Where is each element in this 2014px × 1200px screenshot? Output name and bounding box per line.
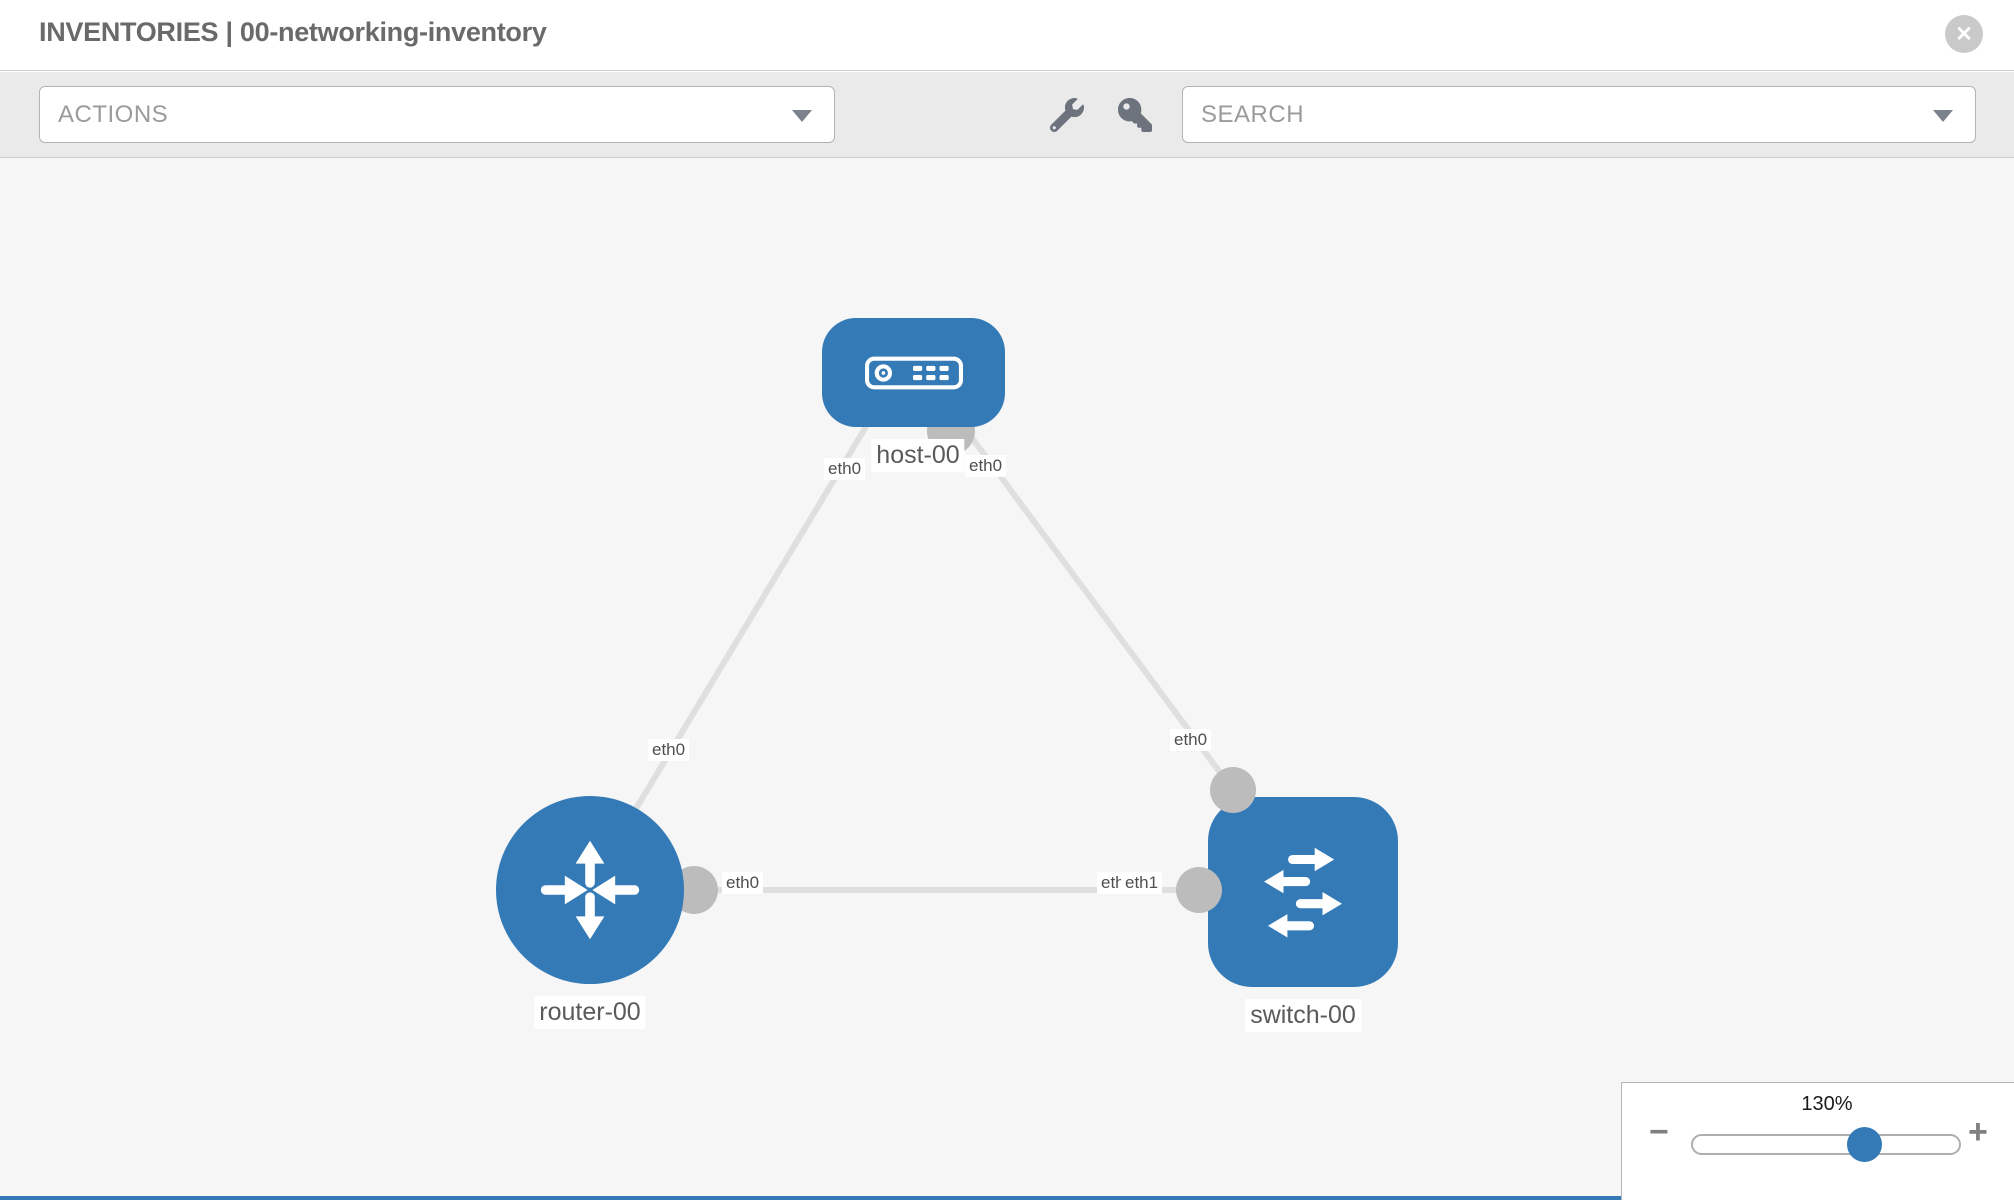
edge-host-switch bbox=[952, 413, 1236, 792]
topology-canvas[interactable]: host-00 router-00 switch-00 eth0 eth0 et… bbox=[0, 158, 2014, 1200]
zoom-in-button[interactable]: + bbox=[1968, 1115, 1988, 1149]
zoom-level-value: 130% bbox=[1801, 1093, 1853, 1115]
plus-icon: + bbox=[1968, 1113, 1988, 1151]
interface-point-switch-left bbox=[1176, 867, 1222, 913]
host-icon bbox=[864, 356, 963, 389]
header: INVENTORIES | 00-networking-inventory ✕ bbox=[0, 0, 2014, 71]
close-button[interactable]: ✕ bbox=[1945, 15, 1983, 53]
node-label-host: host-00 bbox=[871, 439, 965, 472]
chevron-down-icon bbox=[792, 110, 812, 122]
topology-edges bbox=[587, 413, 1303, 893]
key-icon bbox=[1118, 98, 1152, 132]
interface-point-switch-top bbox=[1210, 767, 1256, 813]
search-dropdown-label: SEARCH bbox=[1201, 101, 1305, 128]
toolbar: ACTIONS SEARCH bbox=[0, 72, 2014, 158]
actions-dropdown-label: ACTIONS bbox=[58, 101, 169, 128]
iface-label-router-right: eth0 bbox=[722, 872, 764, 894]
minus-icon: − bbox=[1649, 1113, 1669, 1151]
iface-label-host-right: eth0 bbox=[965, 455, 1007, 477]
bottom-accent-bar bbox=[0, 1196, 1621, 1200]
iface-label-router-top: eth0 bbox=[648, 739, 690, 761]
node-host-00[interactable] bbox=[822, 318, 1005, 427]
iface-label-switch-top: eth0 bbox=[1170, 729, 1212, 751]
actions-dropdown[interactable]: ACTIONS bbox=[39, 86, 835, 143]
chevron-down-icon bbox=[1933, 110, 1953, 122]
credentials-button[interactable] bbox=[1116, 96, 1154, 134]
zoom-slider-track[interactable] bbox=[1691, 1134, 1961, 1155]
iface-label-switch-left: eth1 bbox=[1121, 872, 1163, 894]
zoom-out-button[interactable]: − bbox=[1649, 1115, 1669, 1149]
close-icon: ✕ bbox=[1955, 22, 1973, 46]
node-label-switch: switch-00 bbox=[1245, 999, 1361, 1032]
switch-icon bbox=[1264, 847, 1342, 938]
node-switch-00[interactable] bbox=[1208, 797, 1398, 987]
router-icon bbox=[540, 840, 640, 940]
configure-button[interactable] bbox=[1048, 96, 1086, 134]
zoom-slider-thumb[interactable] bbox=[1847, 1127, 1882, 1162]
wrench-icon bbox=[1050, 98, 1084, 132]
iface-label-host-left: eth0 bbox=[824, 458, 866, 480]
node-label-router: router-00 bbox=[534, 996, 646, 1029]
node-router-00[interactable] bbox=[496, 796, 684, 984]
page-title: INVENTORIES | 00-networking-inventory bbox=[39, 17, 547, 47]
search-dropdown[interactable]: SEARCH bbox=[1182, 86, 1976, 143]
zoom-panel: 130% − + bbox=[1621, 1082, 2014, 1200]
